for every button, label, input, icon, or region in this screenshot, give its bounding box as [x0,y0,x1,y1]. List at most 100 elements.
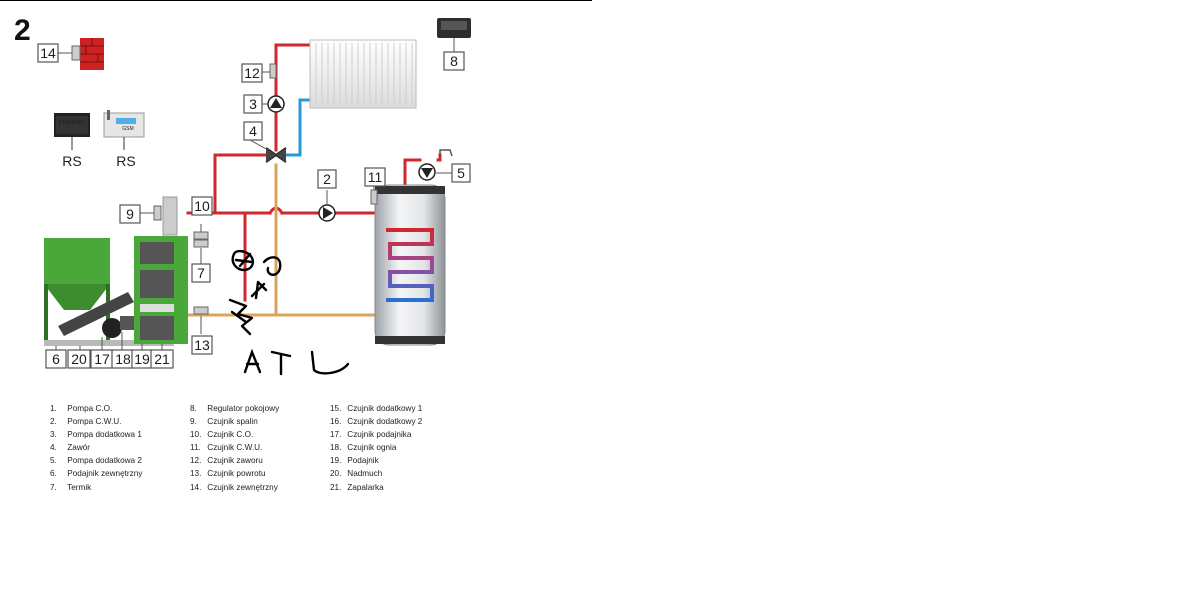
legend-item-number: 8. [190,404,197,413]
legend-item-number: 17. [330,430,342,440]
legend-item-label: Czujnik zewnętrzny [205,482,278,492]
callout-number: 9 [126,206,134,222]
leader-lines [55,38,455,350]
legend-item: 9. Czujnik spalin [190,415,279,428]
rs-label-right: RS [116,153,135,169]
legend-item: 5. Pompa dodatkowa 2 [50,454,142,467]
legend-item-label: Zawór [65,443,91,453]
legend-item: 11. Czujnik C.W.U. [190,441,279,454]
legend-item: 16. Czujnik dodatkowy 2 [330,415,422,428]
pump-icon-2 [318,204,336,222]
handwritten-text [243,348,350,376]
screw-feeder-icon [58,292,136,338]
outside-wall-icon [71,38,104,70]
legend-item: 13. Czujnik powrotu [190,467,279,480]
legend-item-label: Czujnik podajnika [345,430,412,440]
callout-number: 21 [154,351,170,367]
callout-number: 17 [94,351,110,367]
legend-item-label: Czujnik spalin [205,417,258,427]
callout-number: 13 [194,337,210,353]
callout-number: 10 [194,198,210,214]
pipe-network [186,43,442,317]
legend-item: 3. Pompa dodatkowa 1 [50,428,142,441]
callout-number: 2 [323,171,331,187]
legend-item-label: Termik [65,482,92,492]
legend-item-number: 15. [330,404,342,413]
legend-item-label: Czujnik C.O. [205,430,254,440]
legend-item: 21. Zapalarka [330,481,422,494]
legend-item: 20. Nadmuch [330,467,422,480]
callout-10: 10 [191,196,213,216]
legend-item-label: Pompa dodatkowa 2 [65,456,142,466]
legend-item: 7. Termik [50,481,142,494]
legend-item-number: 1. [50,404,57,413]
callout-number: 20 [71,351,87,367]
legend-item: 15. Czujnik dodatkowy 1 [330,402,422,415]
pellet-hopper-icon [44,238,174,346]
callout-11: 11 [364,167,386,187]
legend-item: 4. Zawór [50,441,142,454]
legend-item: 19. Podajnik [330,454,422,467]
callout-5: 5 [451,163,471,183]
legend-item-label: Podajnik [345,456,379,466]
callout-9: 9 [119,204,141,224]
legend-item-label: Czujnik zaworu [205,456,263,466]
callout-number: 18 [115,351,131,367]
callout-8: 8 [443,51,465,71]
legend-item-number: 5. [50,456,57,466]
heating-schematic: ETHERNET GSM RS RS [37,18,471,376]
radiator-icon [309,39,417,109]
legend-item-number: 20. [330,469,342,479]
flue-pipe [162,196,178,236]
legend-item-label: Nadmuch [345,469,383,479]
legend-item-number: 16. [330,417,342,427]
callout-14: 14 [37,43,59,63]
legend-item: 10. Czujnik C.O. [190,428,279,441]
legend-item: 18. Czujnik ognia [330,441,422,454]
boiler-icon [134,236,188,344]
legend-item-number: 12. [190,456,202,466]
callout-2: 2 [317,169,337,189]
callout-number: 5 [457,165,465,181]
legend-item-label: Pompa C.O. [65,404,113,413]
legend-item: 1. Pompa C.O. [50,402,142,415]
legend-item-number: 10. [190,430,202,440]
legend-item-number: 7. [50,482,57,492]
legend-item-label: Czujnik dodatkowy 1 [345,404,423,413]
legend-item-number: 13. [190,469,202,479]
legend-item-label: Podajnik zewnętrzny [65,469,143,479]
pump-icon-5 [418,163,436,181]
legend-item-number: 6. [50,469,57,479]
legend-item-number: 21. [330,482,342,492]
legend-item-number: 4. [50,443,57,453]
handwritten-annotations [228,249,282,336]
callout-18: 18 [111,349,135,369]
legend-item-label: Czujnik C.W.U. [205,443,263,453]
legend-item-number: 14. [190,482,202,492]
legend-item-label: Czujnik ognia [345,443,397,453]
legend-item-label: Czujnik dodatkowy 2 [345,417,423,427]
rs-label-left: RS [62,153,81,169]
legend-item: 2. Pompa C.W.U. [50,415,142,428]
callout-6: 6 [45,349,67,369]
legend-column-1: 1. Pompa C.O.2. Pompa C.W.U.3. Pompa dod… [50,402,142,494]
room-regulator-icon [437,18,471,38]
legend-item-number: 9. [190,417,197,427]
legend-item-label: Regulator pokojowy [205,404,280,413]
legend-item: 17. Czujnik podajnika [330,428,422,441]
diagram-number: 2 [14,14,31,47]
legend-item-number: 19. [330,456,342,466]
callout-17: 17 [90,349,114,369]
callout-4: 4 [243,121,263,141]
top-border-line [0,0,592,1]
callout-13: 13 [191,335,213,355]
callout-19: 19 [131,349,153,369]
legend-item: 14. Czujnik zewnętrzny [190,481,279,494]
callout-7: 7 [191,263,211,283]
legend-item: 8. Regulator pokojowy [190,402,279,415]
tap-icon [439,149,453,157]
callout-3: 3 [243,94,263,114]
callout-number: 14 [40,45,56,61]
legend-item-label: Zapalarka [345,482,384,492]
